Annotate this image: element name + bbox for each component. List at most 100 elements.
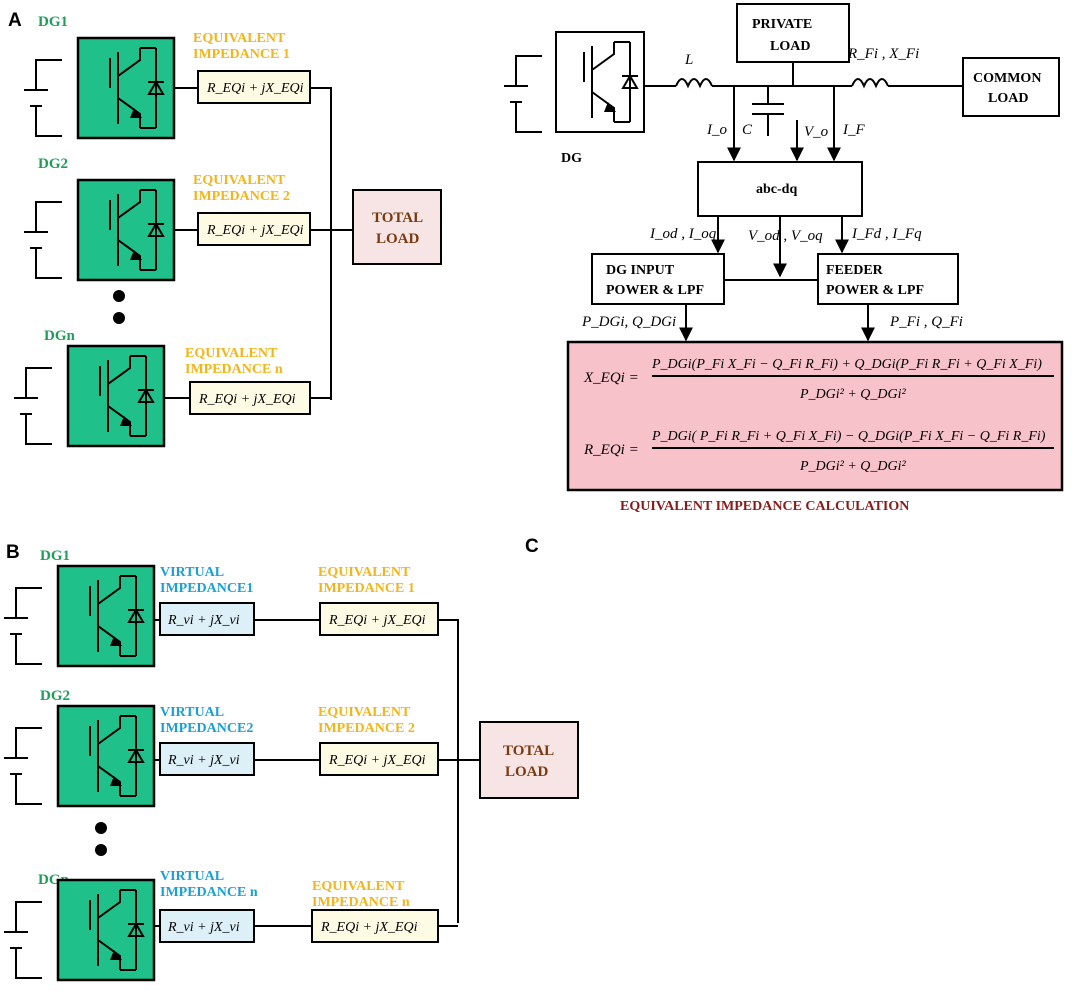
dg2-converter-icon xyxy=(76,178,176,282)
common-load-2: LOAD xyxy=(988,91,1028,106)
b-vin-title-2: IMPEDANCE n xyxy=(160,885,258,900)
abc-dq-box xyxy=(697,161,863,217)
b-eq1-expr: R_EQi + jX_EQi xyxy=(328,613,426,628)
b-eqn-title-1: EQUIVALENT xyxy=(312,879,405,894)
dg1-label: DG1 xyxy=(38,14,68,30)
panel-letter-b: B xyxy=(6,542,20,563)
dg1-converter-icon xyxy=(76,36,176,140)
b-dg2-converter-icon xyxy=(56,704,156,808)
r-eq-denominator: P_DGi² + Q_DGi² xyxy=(799,459,907,474)
private-load-box xyxy=(736,3,850,63)
a-eq2-title-2: IMPEDANCE 2 xyxy=(193,189,290,204)
abc-dq-label: abc-dq xyxy=(756,182,797,197)
calc-caption: EQUIVALENT IMPEDANCE CALCULATION xyxy=(620,499,909,514)
iod-ioq-label: I_od , I_oq xyxy=(649,226,717,242)
a-eq2-title-1: EQUIVALENT xyxy=(193,173,286,188)
equivalent-impedance-calc-box xyxy=(566,340,1064,492)
r-eq-lhs: R_EQi = xyxy=(583,442,639,458)
panel-letter-a: A xyxy=(8,10,22,31)
dg1-source-icon xyxy=(23,59,63,137)
a-dot-2 xyxy=(113,312,125,324)
b-eqn-box xyxy=(311,909,439,943)
a-eqn-title-2: IMPEDANCE n xyxy=(185,362,283,377)
b-vi2-title-1: VIRTUAL xyxy=(160,705,224,720)
common-load-1: COMMON xyxy=(973,71,1041,86)
calc-source-icon xyxy=(503,55,543,133)
a-eqn-expr: R_EQi + jX_EQi xyxy=(198,392,296,407)
b-dgn-converter-icon xyxy=(56,878,156,982)
b-vin-expr: R_vi + jX_vi xyxy=(167,920,240,935)
panel-calc: DG L R_Fi , X_Fi PRIVATE LOAD COMMON LOA… xyxy=(503,3,1064,514)
b-vi2-title-2: IMPEDANCE2 xyxy=(160,721,253,736)
b-vi1-expr: R_vi + jX_vi xyxy=(167,613,240,628)
calc-feeder-inductor-icon xyxy=(851,78,889,89)
a-total-load-1: TOTAL xyxy=(372,210,423,226)
b-vi2-expr: R_vi + jX_vi xyxy=(167,753,240,768)
x-eq-lhs: X_EQi = xyxy=(583,370,639,386)
b-vi2-box xyxy=(159,742,255,776)
b-total-load-2: LOAD xyxy=(505,764,549,780)
b-eq2-expr: R_EQi + jX_EQi xyxy=(328,753,426,768)
feeder-2: POWER & LPF xyxy=(826,283,924,298)
b-dg1-label: DG1 xyxy=(40,548,70,564)
dgn-label: DGn xyxy=(44,328,76,344)
b-eq1-title-2: IMPEDANCE 1 xyxy=(318,581,415,596)
a-total-load-2: LOAD xyxy=(376,231,420,247)
a-eqn-box xyxy=(189,381,311,415)
x-eq-denominator: P_DGi² + Q_DGi² xyxy=(799,387,907,402)
calc-inductor-L-icon xyxy=(675,78,713,89)
x-eq-numerator: P_DGi(P_Fi X_Fi − Q_Fi R_Fi) + Q_DGi(P_F… xyxy=(651,357,1042,372)
a-eqn-title-1: EQUIVALENT xyxy=(185,346,278,361)
feeder-1: FEEDER xyxy=(826,263,884,278)
b-dot-2 xyxy=(95,844,107,856)
a-total-load-box xyxy=(352,189,442,265)
dg2-source-icon xyxy=(23,201,63,279)
calc-dg-label: DG xyxy=(561,151,582,166)
a-eq2-box xyxy=(197,212,311,246)
dg-input-1: DG INPUT xyxy=(606,263,675,278)
r-eq-numerator: P_DGi( P_Fi R_Fi + Q_Fi X_Fi) − Q_DGi(P_… xyxy=(651,429,1046,444)
capacitor-icon xyxy=(752,86,784,136)
vod-voq-label: V_od , V_oq xyxy=(748,228,823,244)
b-vi1-title-2: IMPEDANCE1 xyxy=(160,581,253,596)
b-total-load-box xyxy=(479,721,579,799)
io-label: I_o xyxy=(706,122,727,138)
b-vin-box xyxy=(159,909,255,943)
ifd-ifq-label: I_Fd , I_Fq xyxy=(851,226,922,242)
panel-a: DG1 EQUIVALENT IMPEDANCE 1 R_EQi + jX_EQ… xyxy=(13,14,442,448)
calc-feeder-impedance: R_Fi , X_Fi xyxy=(847,46,919,62)
calc-dg-converter-icon xyxy=(583,41,639,123)
b-vi1-title-1: VIRTUAL xyxy=(160,565,224,580)
pdg-qdg-label: P_DGi, Q_DGi xyxy=(581,314,676,330)
b-eq2-title-2: IMPEDANCE 2 xyxy=(318,721,415,736)
common-load-box xyxy=(962,57,1060,117)
a-eq1-title-1: EQUIVALENT xyxy=(193,31,286,46)
b-vi1-box xyxy=(159,602,255,636)
dgn-source-icon xyxy=(13,367,53,445)
panel-letter-c: C xyxy=(525,536,539,557)
a-dot-1 xyxy=(113,290,125,302)
b-dgn-source-icon xyxy=(3,901,43,979)
feeder-power-box xyxy=(817,253,959,305)
private-load-1: PRIVATE xyxy=(752,17,812,32)
b-eq1-title-1: EQUIVALENT xyxy=(318,565,411,580)
capacitor-label: C xyxy=(742,122,753,138)
dgn-converter-icon xyxy=(66,344,166,448)
a-eq2-expr: R_EQi + jX_EQi xyxy=(206,223,304,238)
b-vin-title-1: VIRTUAL xyxy=(160,869,224,884)
b-dg2-label: DG2 xyxy=(40,688,70,704)
private-load-2: LOAD xyxy=(770,39,810,54)
a-eq1-box xyxy=(197,70,311,104)
b-eqn-expr: R_EQi + jX_EQi xyxy=(320,920,418,935)
panel-b: DG1 VIRTUAL IMPEDANCE1 R_vi + jX_vi EQUI… xyxy=(3,548,579,982)
a-eq1-title-2: IMPEDANCE 1 xyxy=(193,47,290,62)
b-eq1-box xyxy=(319,602,439,636)
b-total-load-1: TOTAL xyxy=(503,743,554,759)
b-eq2-title-1: EQUIVALENT xyxy=(318,705,411,720)
b-dot-1 xyxy=(95,822,107,834)
b-eqn-title-2: IMPEDANCE n xyxy=(312,895,410,910)
dg2-label: DG2 xyxy=(38,156,68,172)
a-eq1-expr: R_EQi + jX_EQi xyxy=(206,81,304,96)
b-dg1-source-icon xyxy=(3,587,43,665)
